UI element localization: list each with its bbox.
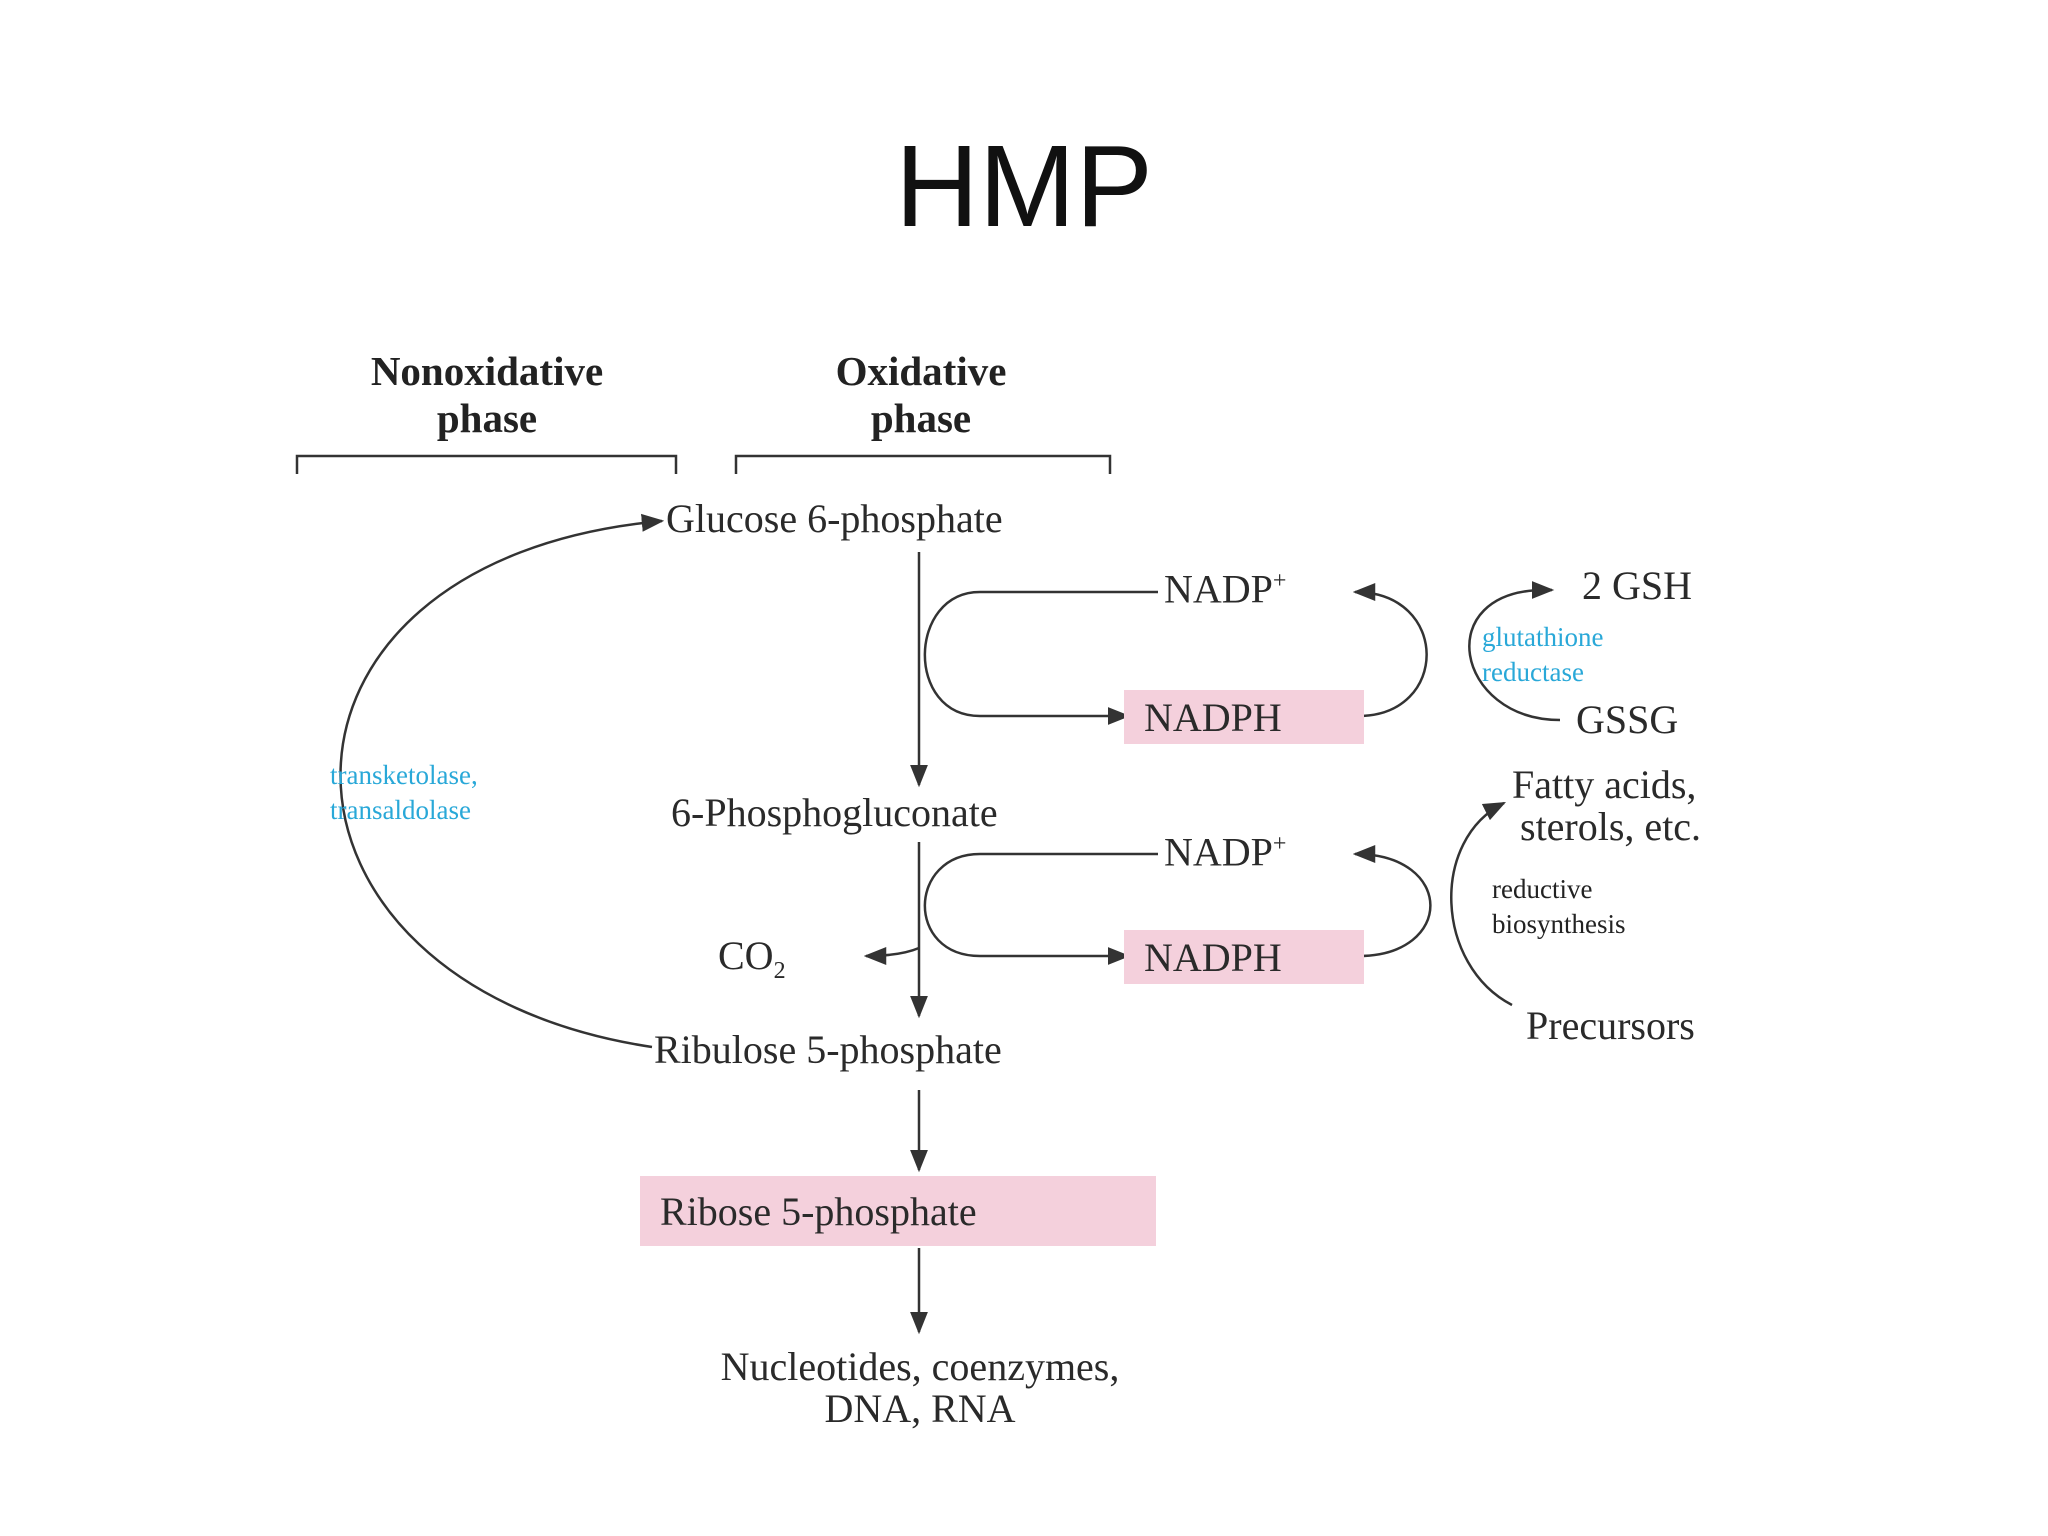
oxidative-bracket (734, 454, 1112, 474)
fatty-acids-label: Fatty acids, sterols, etc. (1512, 764, 1701, 848)
transketolase-transaldolase-label: transketolase, transaldolase (330, 758, 478, 828)
oxidative-header-line1: Oxidative (835, 348, 1007, 394)
glucose-6-phosphate-label: Glucose 6-phosphate (666, 496, 1003, 541)
nadp-label-2: NADP+ (1164, 832, 1286, 872)
gsh-label: 2 GSH (1582, 563, 1693, 608)
co2-subscript: 2 (773, 958, 786, 984)
slide-title: HMP (895, 121, 1153, 251)
products-line1: Nucleotides, coenzymes, (720, 1344, 1120, 1389)
glutathione-reductase-line1: glutathione (1482, 622, 1604, 652)
nadp-charge-2: + (1272, 831, 1287, 857)
nadp-label-1: NADP+ (1164, 569, 1286, 609)
nadp-text-2: NADP (1164, 829, 1273, 875)
fatty-acids-line2: sterols, etc. (1520, 804, 1702, 849)
precursors-label: Precursors (1526, 1003, 1695, 1048)
gssg-label: GSSG (1576, 697, 1679, 742)
nadp-loop-2 (923, 852, 1158, 965)
nonoxidative-header-line1: Nonoxidative (370, 348, 604, 394)
nonoxidative-loop-arrow (339, 513, 665, 1049)
nadp-charge-1: + (1272, 568, 1287, 594)
reductive-biosynthesis-line1: reductive (1492, 874, 1593, 904)
6-phosphogluconate-label: 6-Phosphogluconate (671, 790, 998, 835)
nonoxidative-phase-header: Nonoxidative phase (287, 348, 687, 442)
arrow-to-co2 (863, 946, 920, 965)
reductive-biosynthesis-label: reductive biosynthesis (1492, 872, 1626, 942)
ribose-5-phosphate-label: Ribose 5-phosphate (660, 1189, 977, 1234)
oxidative-header-line2: phase (870, 395, 972, 441)
co2-label: CO2 (718, 933, 786, 984)
oxidative-phase-header: Oxidative phase (721, 348, 1121, 442)
transketolase-line: transketolase, (330, 760, 478, 790)
nonoxidative-bracket (295, 454, 678, 474)
transaldolase-line: transaldolase (330, 795, 471, 825)
products-label: Nucleotides, coenzymes, DNA, RNA (600, 1346, 1240, 1430)
gsh-loop (1352, 583, 1428, 718)
nadph-highlight-2 (1124, 930, 1364, 984)
ribulose-5-phosphate-label: Ribulose 5-phosphate (654, 1027, 1002, 1072)
precursors-arc (1450, 801, 1513, 1007)
nadp-loop-1 (923, 590, 1158, 725)
nadph-label-2: NADPH (1144, 935, 1282, 980)
nadph-highlight-1 (1124, 690, 1364, 744)
fatty-acids-line1: Fatty acids, (1512, 762, 1697, 807)
biosynthesis-loop (1352, 845, 1432, 958)
nadp-text-1: NADP (1164, 566, 1273, 612)
glutathione-reductase-line2: reductase (1482, 657, 1584, 687)
reductive-biosynthesis-line2: biosynthesis (1492, 909, 1626, 939)
nadph-label-1: NADPH (1144, 695, 1282, 740)
ribose5p-highlight (640, 1176, 1156, 1246)
glutathione-reductase-label: glutathione reductase (1482, 620, 1603, 690)
nonoxidative-header-line2: phase (436, 395, 538, 441)
products-line2: DNA, RNA (824, 1386, 1016, 1431)
gssg-arc (1468, 581, 1561, 722)
co2-text: CO (718, 933, 774, 978)
